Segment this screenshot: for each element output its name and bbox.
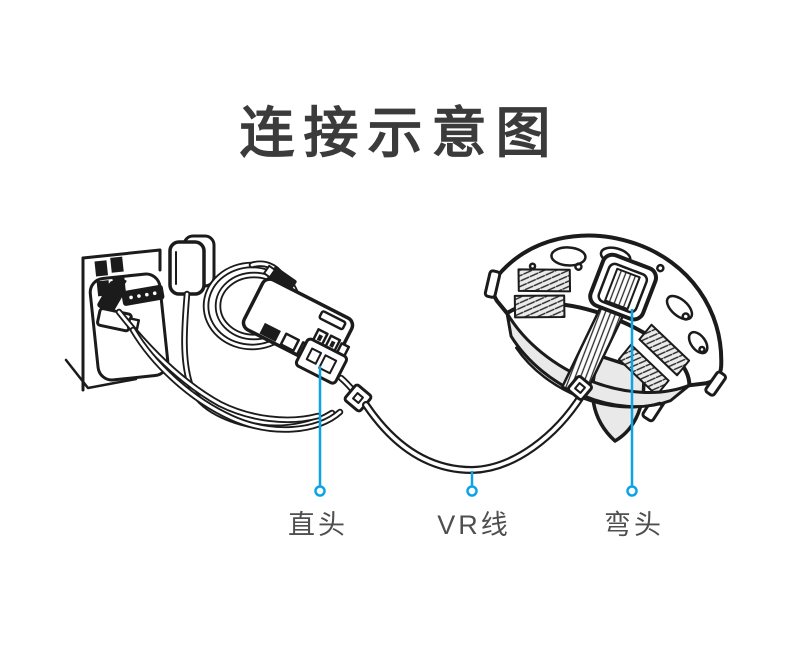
label-vr-cable: VR线 (437, 510, 511, 540)
power-adapter (168, 234, 216, 296)
callout-bent-connector (626, 309, 638, 497)
straight-connector (294, 328, 351, 385)
bent-connector (588, 252, 659, 322)
callout-vr-cable (466, 471, 478, 497)
callout-straight-connector (314, 366, 326, 497)
label-straight-connector: 直头 (288, 510, 348, 540)
pin-port-strip (121, 284, 165, 306)
cable-collar-right (567, 375, 593, 401)
label-bent-connector: 弯头 (604, 510, 664, 540)
page-title: 连接示意图 (239, 102, 560, 164)
vr-headset (483, 233, 727, 409)
vr-cable (362, 391, 586, 475)
computer-rear-panel (64, 248, 170, 392)
headset-ovals (528, 246, 709, 355)
usb-plug (97, 275, 127, 314)
callout-lines (314, 309, 638, 497)
